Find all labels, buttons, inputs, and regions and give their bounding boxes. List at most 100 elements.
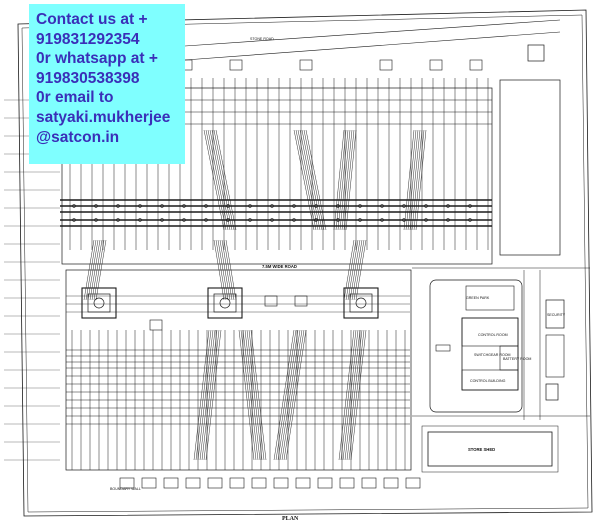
conductor (203, 329, 220, 461)
conductor (87, 239, 99, 301)
conductor (248, 329, 265, 461)
equipment-box (264, 295, 278, 307)
equipment-box (469, 59, 483, 71)
insulator (94, 218, 98, 222)
contact-line-5: 0r email to (36, 89, 114, 107)
insulator (314, 218, 318, 222)
conductor (333, 129, 345, 231)
conductor (246, 329, 263, 461)
insulator (446, 218, 450, 222)
equipment-box (149, 319, 163, 331)
gantry-mark (273, 477, 289, 489)
conductor (350, 329, 367, 461)
insulator (226, 204, 230, 208)
conductor (238, 329, 255, 461)
conductor (197, 329, 214, 461)
conductor (205, 329, 222, 461)
drawing-title: PLAN (282, 516, 299, 522)
conductor (85, 239, 97, 301)
conductor (205, 129, 227, 231)
conductor (195, 329, 212, 461)
gantry-mark (185, 477, 201, 489)
conductor (273, 329, 295, 461)
conductor (351, 239, 363, 301)
transformer-core (87, 293, 111, 313)
gantry-mark (295, 477, 311, 489)
conductor (342, 329, 359, 461)
conductor (411, 129, 423, 231)
gantry-mark (361, 477, 377, 489)
conductor (343, 129, 355, 231)
conductor (305, 129, 327, 231)
equipment-box (229, 59, 243, 71)
conductor (215, 239, 227, 301)
conductor (346, 329, 363, 461)
conductor (344, 329, 361, 461)
conductor (211, 129, 233, 231)
conductor (250, 329, 267, 461)
conductor (83, 239, 95, 301)
store-shed (427, 431, 553, 467)
conductor (209, 129, 231, 231)
conductor (217, 239, 229, 301)
insulator (116, 204, 120, 208)
conductor (341, 129, 353, 231)
conductor (337, 129, 349, 231)
conductor (347, 239, 359, 301)
gantry-mark (405, 477, 421, 489)
insulator (72, 204, 76, 208)
conductor (355, 239, 367, 301)
contact-line-3: 0r whatsapp at + (36, 50, 158, 68)
right-fenced-area (499, 79, 561, 256)
conductor (281, 329, 303, 461)
insulator (292, 204, 296, 208)
conductor (275, 329, 297, 461)
conductor (285, 329, 307, 461)
gantry-mark (163, 477, 179, 489)
conductor (301, 129, 323, 231)
label-green-park: GREEN PARK (466, 296, 490, 300)
conductor (283, 329, 305, 461)
gantry-mark (251, 477, 267, 489)
label-control-building: CONTROL BUILDING (470, 379, 506, 383)
conductor (242, 329, 259, 461)
insulator (380, 204, 384, 208)
conductor (193, 329, 210, 461)
conductor (219, 239, 231, 301)
insulator (314, 204, 318, 208)
conductor (345, 129, 357, 231)
conductor (223, 239, 235, 301)
insulator (402, 218, 406, 222)
conductor (403, 129, 415, 231)
conductor (240, 329, 257, 461)
insulator (402, 204, 406, 208)
insulator (226, 218, 230, 222)
control-compound (429, 279, 523, 413)
label-switchgear: SWITCHGEAR ROOM (474, 353, 511, 357)
insulator (270, 204, 274, 208)
insulator (380, 218, 384, 222)
conductor (303, 129, 325, 231)
conductor (244, 329, 261, 461)
label-boundary-wall: BOUNDARY WALL (110, 487, 141, 491)
conductor (279, 329, 301, 461)
contact-email-user: satyaki.mukherjee (36, 108, 171, 126)
insulator (182, 204, 186, 208)
transformer (81, 287, 117, 319)
insulator (204, 218, 208, 222)
label-battery-room: BATTERY ROOM (503, 357, 531, 361)
conductor (413, 129, 425, 231)
gantry-mark (207, 477, 223, 489)
gantry-mark (339, 477, 355, 489)
conductor (407, 129, 419, 231)
label-stone-road: STONE ROAD (250, 37, 274, 41)
equipment-box (299, 59, 313, 71)
insulator (160, 218, 164, 222)
conductor (353, 239, 365, 301)
gantry-mark (141, 477, 157, 489)
equipment-box (294, 295, 308, 307)
conductor (293, 129, 315, 231)
contact-whatsapp: 919830538398 (36, 69, 140, 87)
insulator (468, 204, 472, 208)
insulator (424, 218, 428, 222)
